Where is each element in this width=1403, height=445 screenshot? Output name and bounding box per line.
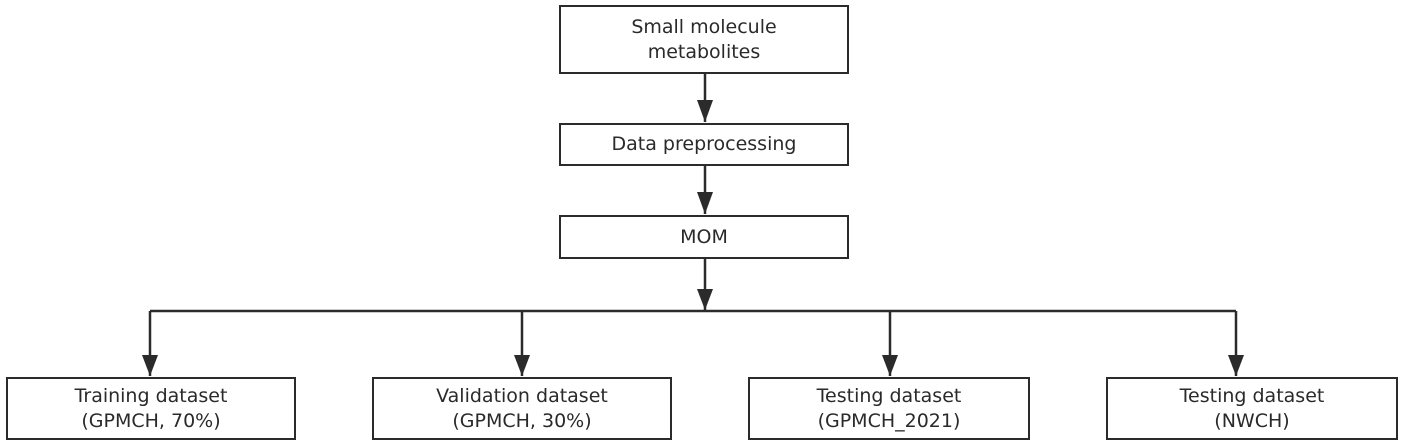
arrowhead-mom-to-split xyxy=(697,289,713,310)
arrowhead-small-to-preprocessing xyxy=(697,100,713,122)
arrowhead-to-training xyxy=(142,355,158,376)
training-dataset-line1: Training dataset xyxy=(74,384,228,407)
arrowhead-preprocessing-to-mom xyxy=(697,192,713,214)
testing-dataset-gpmch-2021-box: Testing dataset (GPMCH_2021) xyxy=(748,377,1030,440)
validation-dataset-box: Validation dataset (GPMCH, 30%) xyxy=(372,377,672,440)
arrowhead-to-validation xyxy=(514,355,530,376)
testing-dataset-2021-line1: Testing dataset xyxy=(816,384,962,407)
testing-dataset-nwch-line2: (NWCH) xyxy=(1214,409,1290,432)
validation-dataset-line2: (GPMCH, 30%) xyxy=(452,409,592,432)
small-molecule-metabolites-box: Small molecule metabolites xyxy=(559,5,849,74)
testing-dataset-nwch-box: Testing dataset (NWCH) xyxy=(1106,377,1398,440)
data-preprocessing-label: Data preprocessing xyxy=(611,133,797,155)
arrowhead-to-testing-2021 xyxy=(882,355,898,376)
data-preprocessing-box: Data preprocessing xyxy=(559,123,849,166)
training-dataset-line2: (GPMCH, 70%) xyxy=(81,409,221,432)
validation-dataset-line1: Validation dataset xyxy=(436,384,608,407)
small-molecule-line1: Small molecule xyxy=(631,15,777,38)
testing-dataset-nwch-line1: Testing dataset xyxy=(1179,384,1325,407)
testing-dataset-2021-line2: (GPMCH_2021) xyxy=(817,409,961,432)
small-molecule-line2: metabolites xyxy=(647,40,761,63)
mom-label: MOM xyxy=(680,225,728,248)
training-dataset-box: Training dataset (GPMCH, 70%) xyxy=(6,377,296,440)
mom-box: MOM xyxy=(559,215,849,259)
arrowhead-to-testing-nwch xyxy=(1228,355,1244,376)
